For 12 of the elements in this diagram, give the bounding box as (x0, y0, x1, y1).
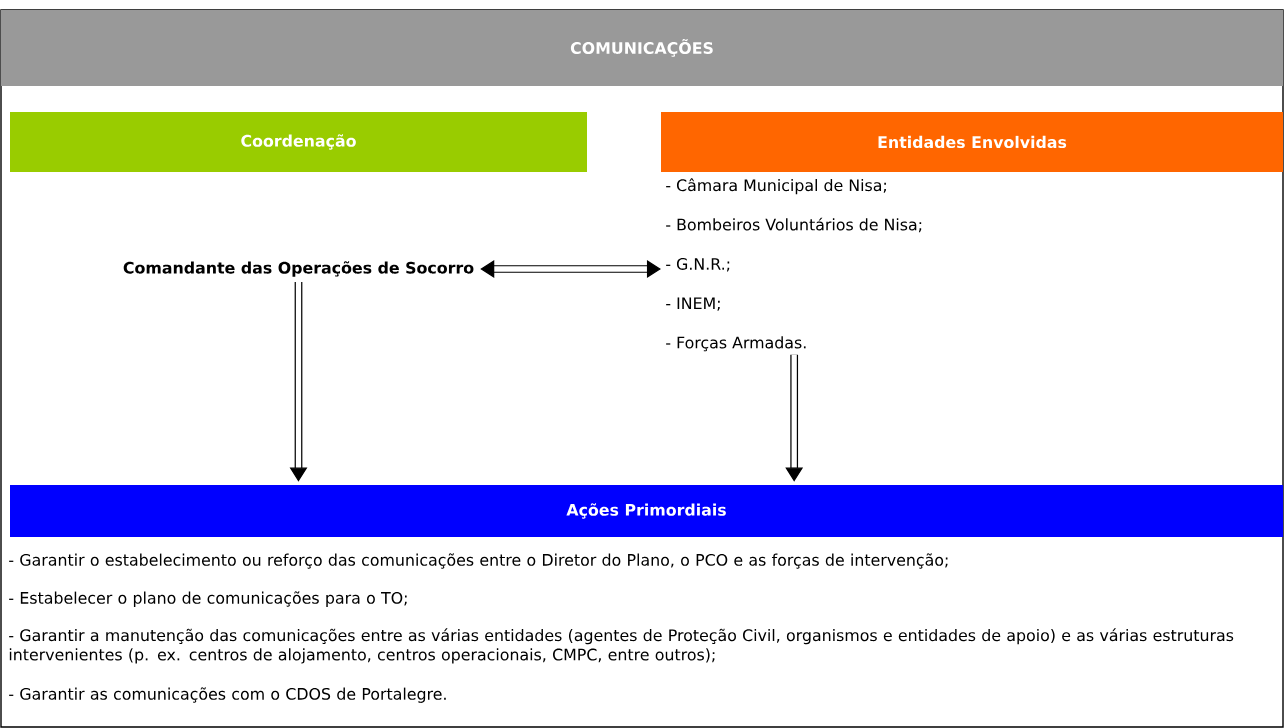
double-arrow (785, 354, 804, 482)
title-band: COMUNICAÇÕES (1, 10, 1283, 86)
body-text: - Garantir o estabelecimento ou reforço das comunicações entre o Diretor do Plano, o PCO e as forças de intervenção; (9, 553, 948, 569)
body-text: - Garantir as comunicações com o CDOS de Portalegre. (9, 687, 446, 703)
body-text: - Estabelecer o plano de comunicações para o TO; (9, 591, 407, 607)
column-header: Coordenação (10, 112, 587, 172)
entity-list: - Câmara Municipal de Nisa; - Bombeiros Voluntários de Nisa; - G.N.R.; - INEM; - Forças Armadas. (666, 178, 922, 352)
body-text: - Garantir a manutenção das comunicações entre as várias entidades (agentes de Proteção Civil, organismos e entidades de apoio) e as várias estruturas intervenientes (p. ex. centros de alojamento, centros operacionais, CMPC, entre outros); (9, 628, 1234, 664)
section-band: Ações Primordiais (10, 485, 1283, 537)
column-header: Entidades Envolvidas (661, 112, 1283, 172)
double-arrow (480, 260, 661, 278)
role-text: Comandante das Operações de Socorro (123, 261, 474, 277)
